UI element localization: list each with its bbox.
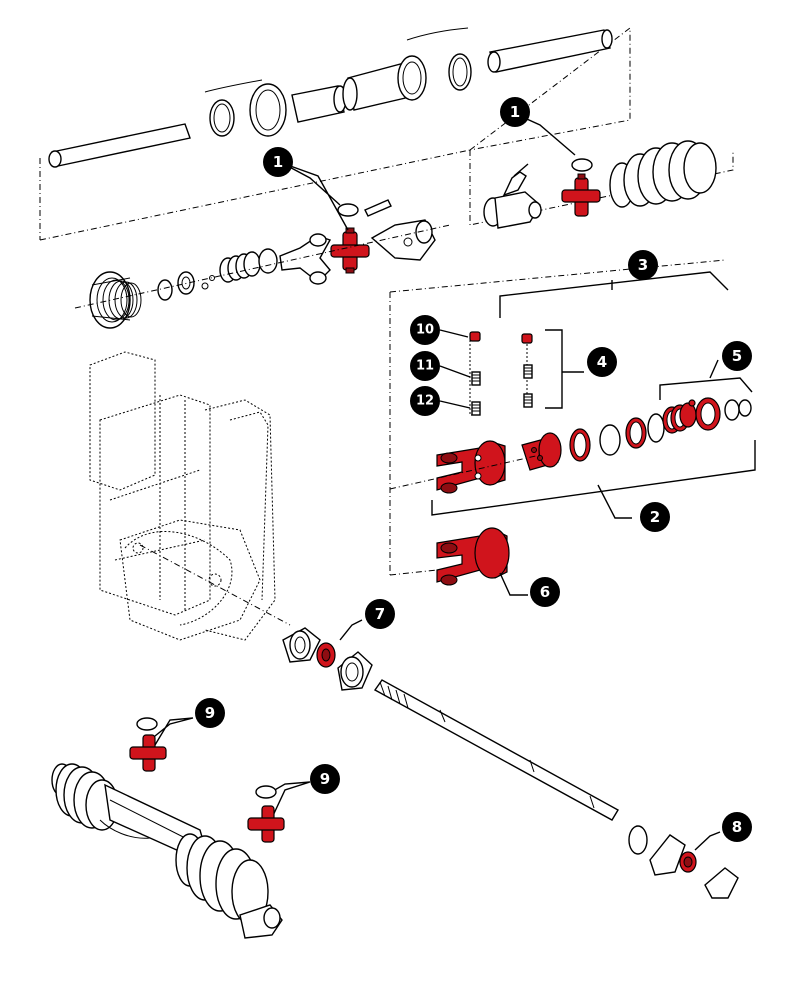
bellows-guard-right <box>609 140 717 208</box>
callout-2[interactable]: 2 <box>640 502 670 532</box>
svg-text:2: 2 <box>650 508 660 526</box>
svg-text:11: 11 <box>416 359 434 374</box>
callout-9b[interactable]: 9 <box>310 764 340 794</box>
svg-text:4: 4 <box>597 353 607 371</box>
svg-text:3: 3 <box>638 256 648 274</box>
inner-shaft-tube <box>487 29 613 73</box>
yoke-clutch-assembly <box>389 259 752 586</box>
yoke-left-2 <box>370 219 436 261</box>
clamp-ring-right <box>448 53 472 91</box>
guard-cone-end <box>249 83 287 137</box>
bearing-assembly-8 <box>628 825 739 899</box>
svg-text:5: 5 <box>732 347 742 365</box>
spring-pack-5 <box>662 397 752 434</box>
yoke-left <box>279 233 332 285</box>
clutch-hub-red <box>521 432 562 471</box>
grease-nipple-10 <box>469 331 481 342</box>
snap-ring <box>157 279 173 301</box>
pin-11 <box>471 364 533 386</box>
guard-tube-inner <box>291 55 427 123</box>
yoke-right <box>483 191 542 229</box>
yoke-red-2 <box>436 440 506 494</box>
cross-journal-red-right <box>561 173 601 217</box>
callout-10[interactable]: 10 <box>410 315 440 345</box>
bearing-assembly-7 <box>282 627 373 691</box>
cross-journal-red-left <box>330 227 370 274</box>
pin-12 <box>471 393 533 416</box>
svg-text:1: 1 <box>510 103 520 121</box>
callout-11[interactable]: 11 <box>410 351 440 381</box>
universal-joint-assembly-right <box>469 140 734 229</box>
machine-frame-outline <box>89 351 276 641</box>
circlip-1 <box>337 203 359 217</box>
yoke-red-6 <box>436 527 510 586</box>
callout-6[interactable]: 6 <box>530 577 560 607</box>
callout-8[interactable]: 8 <box>722 812 752 842</box>
callout-7[interactable]: 7 <box>365 599 395 629</box>
svg-text:10: 10 <box>416 323 434 338</box>
upper-driveshaft-group <box>39 26 631 241</box>
drive-shaft-long <box>373 679 619 821</box>
cross-kit-9b <box>247 785 285 843</box>
svg-text:12: 12 <box>416 394 434 409</box>
pto-driveshaft-complete <box>51 763 283 939</box>
bellows-guard-bottom <box>51 763 119 831</box>
spring-assembly <box>219 251 261 283</box>
bellows-guard-left <box>89 271 142 329</box>
universal-joint-assembly-left <box>74 199 451 329</box>
callout-3[interactable]: 3 <box>628 250 658 280</box>
callout-brackets <box>149 114 756 851</box>
svg-text:9: 9 <box>320 770 330 788</box>
svg-text:8: 8 <box>732 818 742 836</box>
callout-9a[interactable]: 9 <box>195 698 225 728</box>
callout-4[interactable]: 4 <box>587 347 617 377</box>
callout-1b[interactable]: 1 <box>263 147 293 177</box>
callout-12[interactable]: 12 <box>410 386 440 416</box>
safety-chain <box>204 79 263 93</box>
callout-1a[interactable]: 1 <box>500 97 530 127</box>
outer-shaft-tube <box>48 123 191 168</box>
bellows-guard-bottom-2 <box>175 833 269 925</box>
circlip-1-right <box>571 158 593 172</box>
svg-text:6: 6 <box>540 583 550 601</box>
cross-kit-9a <box>129 717 167 772</box>
svg-text:9: 9 <box>205 704 215 722</box>
callout-5[interactable]: 5 <box>722 341 752 371</box>
svg-text:1: 1 <box>273 153 283 171</box>
svg-text:7: 7 <box>375 605 385 623</box>
driveline-axis <box>139 544 291 626</box>
